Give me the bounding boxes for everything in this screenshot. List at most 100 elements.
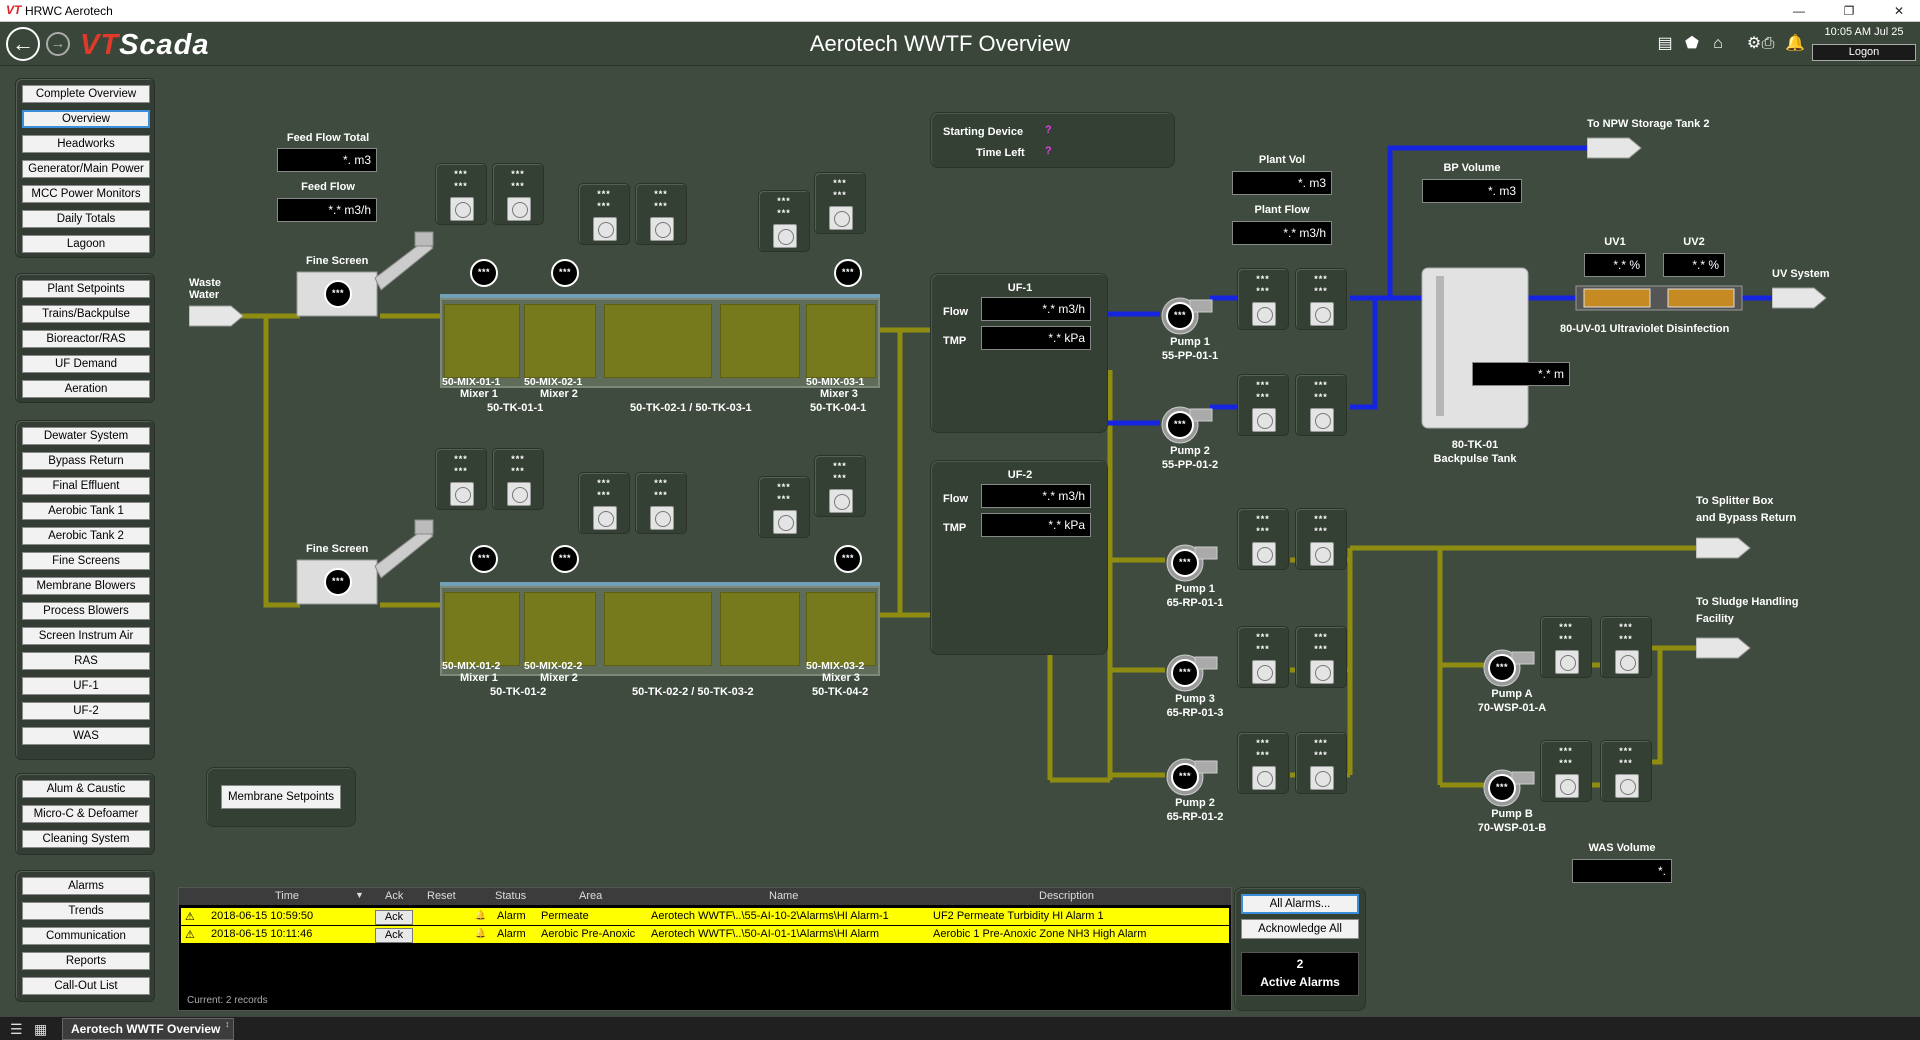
sidebar-item-communication[interactable]: Communication	[22, 927, 150, 945]
uf1-panel[interactable]: UF-1 Flow *.* m3/h TMP *.* kPa	[930, 273, 1108, 433]
instrument-card[interactable]: ******	[635, 183, 687, 245]
sidebar-item-reports[interactable]: Reports	[22, 952, 150, 970]
sidebar-item-plant-setpoints[interactable]: Plant Setpoints	[22, 280, 150, 298]
sidebar-item-uf-2[interactable]: UF-2	[22, 702, 150, 720]
mixer-3-train2-status[interactable]: ***	[834, 545, 862, 573]
sidebar-item-call-out-list[interactable]: Call-Out List	[22, 977, 150, 995]
backpulse-tank-icon[interactable]	[1420, 262, 1530, 432]
print-icon[interactable]: ⎙	[1761, 35, 1775, 52]
instrument-card[interactable]: ******	[1295, 374, 1347, 436]
sidebar-item-screen-instrum-air[interactable]: Screen Instrum Air	[22, 627, 150, 645]
instrument-card[interactable]: ******	[758, 476, 810, 538]
sidebar-item-uf-1[interactable]: UF-1	[22, 677, 150, 695]
instrument-card[interactable]: ******	[435, 163, 487, 225]
alarm-ack-button[interactable]: Ack	[375, 928, 413, 943]
instrument-card[interactable]: ******	[1237, 268, 1289, 330]
sidebar-item-process-blowers[interactable]: Process Blowers	[22, 602, 150, 620]
sidebar-item-membrane-blowers[interactable]: Membrane Blowers	[22, 577, 150, 595]
instrument-card[interactable]: ******	[814, 455, 866, 517]
sidebar-item-mcc-power-monitors[interactable]: MCC Power Monitors	[22, 185, 150, 203]
gear-icon[interactable]: ⚙	[1746, 35, 1762, 52]
instrument-card[interactable]: ******	[1237, 626, 1289, 688]
sidebar-item-ras[interactable]: RAS	[22, 652, 150, 670]
instrument-card[interactable]: ******	[578, 183, 630, 245]
uv-units-icon[interactable]	[1574, 284, 1744, 312]
menu-icon[interactable]: ☰	[10, 1021, 23, 1037]
instrument-card[interactable]: ******	[1600, 740, 1652, 802]
alarm-ack-button[interactable]: Ack	[375, 910, 413, 925]
sidebar-item-micro-c-defoamer[interactable]: Micro-C & Defoamer	[22, 805, 150, 823]
membrane-setpoints-button[interactable]: Membrane Setpoints	[221, 785, 341, 809]
sidebar-item-uf-demand[interactable]: UF Demand	[22, 355, 150, 373]
instrument-card[interactable]: ******	[1295, 626, 1347, 688]
sidebar-item-dewater-system[interactable]: Dewater System	[22, 427, 150, 445]
sidebar-item-aerobic-tank-1[interactable]: Aerobic Tank 1	[22, 502, 150, 520]
logon-button[interactable]: Logon	[1812, 44, 1916, 61]
restore-button[interactable]: ❐	[1843, 4, 1855, 18]
instrument-card[interactable]: ******	[435, 448, 487, 510]
sidebar-item-overview[interactable]: Overview	[22, 110, 150, 128]
col-ack[interactable]: Ack	[385, 890, 404, 902]
sidebar-item-aeration[interactable]: Aeration	[22, 380, 150, 398]
instrument-card[interactable]: ******	[635, 472, 687, 534]
sort-icon[interactable]: ▼	[355, 890, 364, 900]
instrument-card[interactable]: ******	[1237, 508, 1289, 570]
col-description[interactable]: Description	[1039, 890, 1095, 902]
instrument-card[interactable]: ******	[1540, 740, 1592, 802]
fine-screen-1-status[interactable]: ***	[324, 280, 352, 308]
instrument-card[interactable]: ******	[758, 190, 810, 252]
sidebar-item-bypass-return[interactable]: Bypass Return	[22, 452, 150, 470]
instrument-card[interactable]: ******	[1540, 616, 1592, 678]
mixer-1-train1-status[interactable]: ***	[470, 259, 498, 287]
sidebar-item-lagoon[interactable]: Lagoon	[22, 235, 150, 253]
col-reset[interactable]: Reset	[427, 890, 456, 902]
instrument-card[interactable]: ******	[1600, 616, 1652, 678]
col-time[interactable]: Time	[275, 890, 300, 902]
sidebar-item-trains-backpulse[interactable]: Trains/Backpulse	[22, 305, 150, 323]
acknowledge-all-button[interactable]: Acknowledge All	[1241, 919, 1359, 939]
fine-screen-2-icon[interactable]	[295, 518, 435, 608]
fine-screen-2-status[interactable]: ***	[324, 568, 352, 596]
taskbar-tab[interactable]: Aerotech WWTF Overview	[62, 1018, 234, 1040]
minimize-button[interactable]: —	[1793, 4, 1805, 18]
sidebar-item-trends[interactable]: Trends	[22, 902, 150, 920]
grid-icon[interactable]: ▦	[34, 1021, 48, 1037]
sidebar-item-bioreactor-ras[interactable]: Bioreactor/RAS	[22, 330, 150, 348]
forward-icon[interactable]: →	[46, 32, 70, 56]
col-area[interactable]: Area	[579, 890, 603, 902]
close-button[interactable]: ✕	[1893, 4, 1905, 18]
sidebar-item-daily-totals[interactable]: Daily Totals	[22, 210, 150, 228]
sidebar-item-was[interactable]: WAS	[22, 727, 150, 745]
instrument-card[interactable]: ******	[1295, 508, 1347, 570]
instrument-card[interactable]: ******	[1237, 732, 1289, 794]
mixer-3-train1-status[interactable]: ***	[834, 259, 862, 287]
sidebar-item-cleaning-system[interactable]: Cleaning System	[22, 830, 150, 848]
alarm-row[interactable]: ⚠ 2018-06-15 10:59:50 Ack 🔔 Alarm Permea…	[181, 908, 1229, 925]
home-icon[interactable]: ⌂	[1713, 35, 1723, 52]
mixer-2-train1-status[interactable]: ***	[551, 259, 579, 287]
all-alarms-button[interactable]: All Alarms...	[1241, 894, 1359, 914]
instrument-card[interactable]: ******	[492, 163, 544, 225]
instrument-card[interactable]: ******	[1295, 268, 1347, 330]
pin-icon[interactable]: ↕	[225, 1019, 230, 1029]
instrument-card[interactable]: ******	[1295, 732, 1347, 794]
sidebar-item-alum-caustic[interactable]: Alum & Caustic	[22, 780, 150, 798]
fine-screen-1-icon[interactable]	[295, 230, 435, 320]
back-icon[interactable]: ←	[6, 27, 40, 61]
alarm-row[interactable]: ⚠ 2018-06-15 10:11:46 Ack 🔔 Alarm Aerobi…	[181, 926, 1229, 943]
report-icon[interactable]: ▤	[1657, 35, 1673, 52]
col-name[interactable]: Name	[769, 890, 799, 902]
instrument-card[interactable]: ******	[1237, 374, 1289, 436]
sidebar-item-generator-main-power[interactable]: Generator/Main Power	[22, 160, 150, 178]
sidebar-item-fine-screens[interactable]: Fine Screens	[22, 552, 150, 570]
instrument-card[interactable]: ******	[814, 172, 866, 234]
sidebar-item-alarms[interactable]: Alarms	[22, 877, 150, 895]
uf2-panel[interactable]: UF-2 Flow *.* m3/h TMP *.* kPa	[930, 460, 1108, 655]
mixer-1-train2-status[interactable]: ***	[470, 545, 498, 573]
